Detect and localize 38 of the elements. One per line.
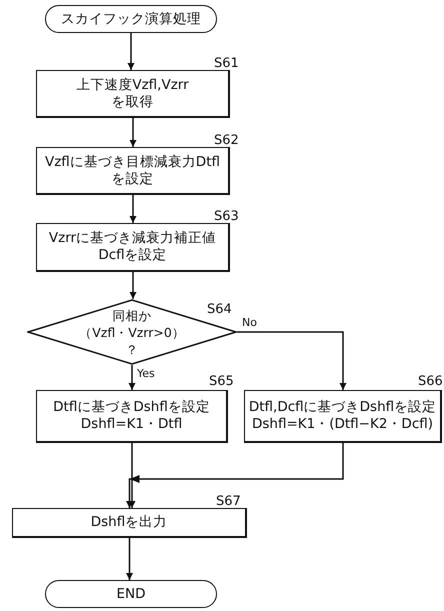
step-label: S66 <box>418 374 443 389</box>
node-text: 同相か（Vzfl・Vzrr>0）？ <box>79 306 185 358</box>
process-box <box>12 508 247 538</box>
node-text: Dtflに基づきDshflを設定 <box>53 399 210 416</box>
process-box <box>36 223 230 272</box>
step-label: S67 <box>216 494 241 509</box>
terminal-shape <box>45 5 217 33</box>
terminal-shape <box>45 580 217 608</box>
node-text: Dshfl=K1・Dtfl <box>80 416 182 433</box>
edge-label: Yes <box>136 367 156 380</box>
arrow <box>130 195 136 223</box>
process-box <box>244 390 442 443</box>
arrow <box>126 443 344 508</box>
process-box <box>36 147 230 195</box>
step-label: S63 <box>214 209 239 224</box>
node-text: Vzrrに基づき減衰力補正値Dcflを設定 <box>48 230 216 264</box>
node-text: 上下速度Vzfl,Vzrrを取得 <box>76 76 189 110</box>
step-label: S61 <box>214 56 239 71</box>
arrow <box>128 365 136 390</box>
arrow <box>130 118 136 147</box>
node-text: Dtfl,Dcflに基づきDshflを設定 <box>248 399 436 416</box>
arrow <box>126 538 133 580</box>
process-box <box>36 70 230 118</box>
decision-diamond <box>27 299 237 365</box>
step-label: S65 <box>209 374 234 389</box>
node-text: スカイフック演算処理 <box>61 10 201 28</box>
arrow <box>128 33 134 70</box>
arrow <box>237 331 346 390</box>
edge-label: No <box>241 316 258 329</box>
step-label: S62 <box>214 133 239 148</box>
arrow <box>128 443 136 508</box>
node-text: Dshfl=K1・(Dtfl−K2・Dcfl) <box>252 416 434 433</box>
arrow <box>130 272 136 299</box>
node-text: END <box>116 586 146 602</box>
node-text: Vzflに基づき目標減衰力Dtflを設定 <box>44 154 220 188</box>
node-text: Dshflを出力 <box>90 514 168 531</box>
process-box <box>36 390 228 443</box>
step-label: S64 <box>207 302 232 317</box>
